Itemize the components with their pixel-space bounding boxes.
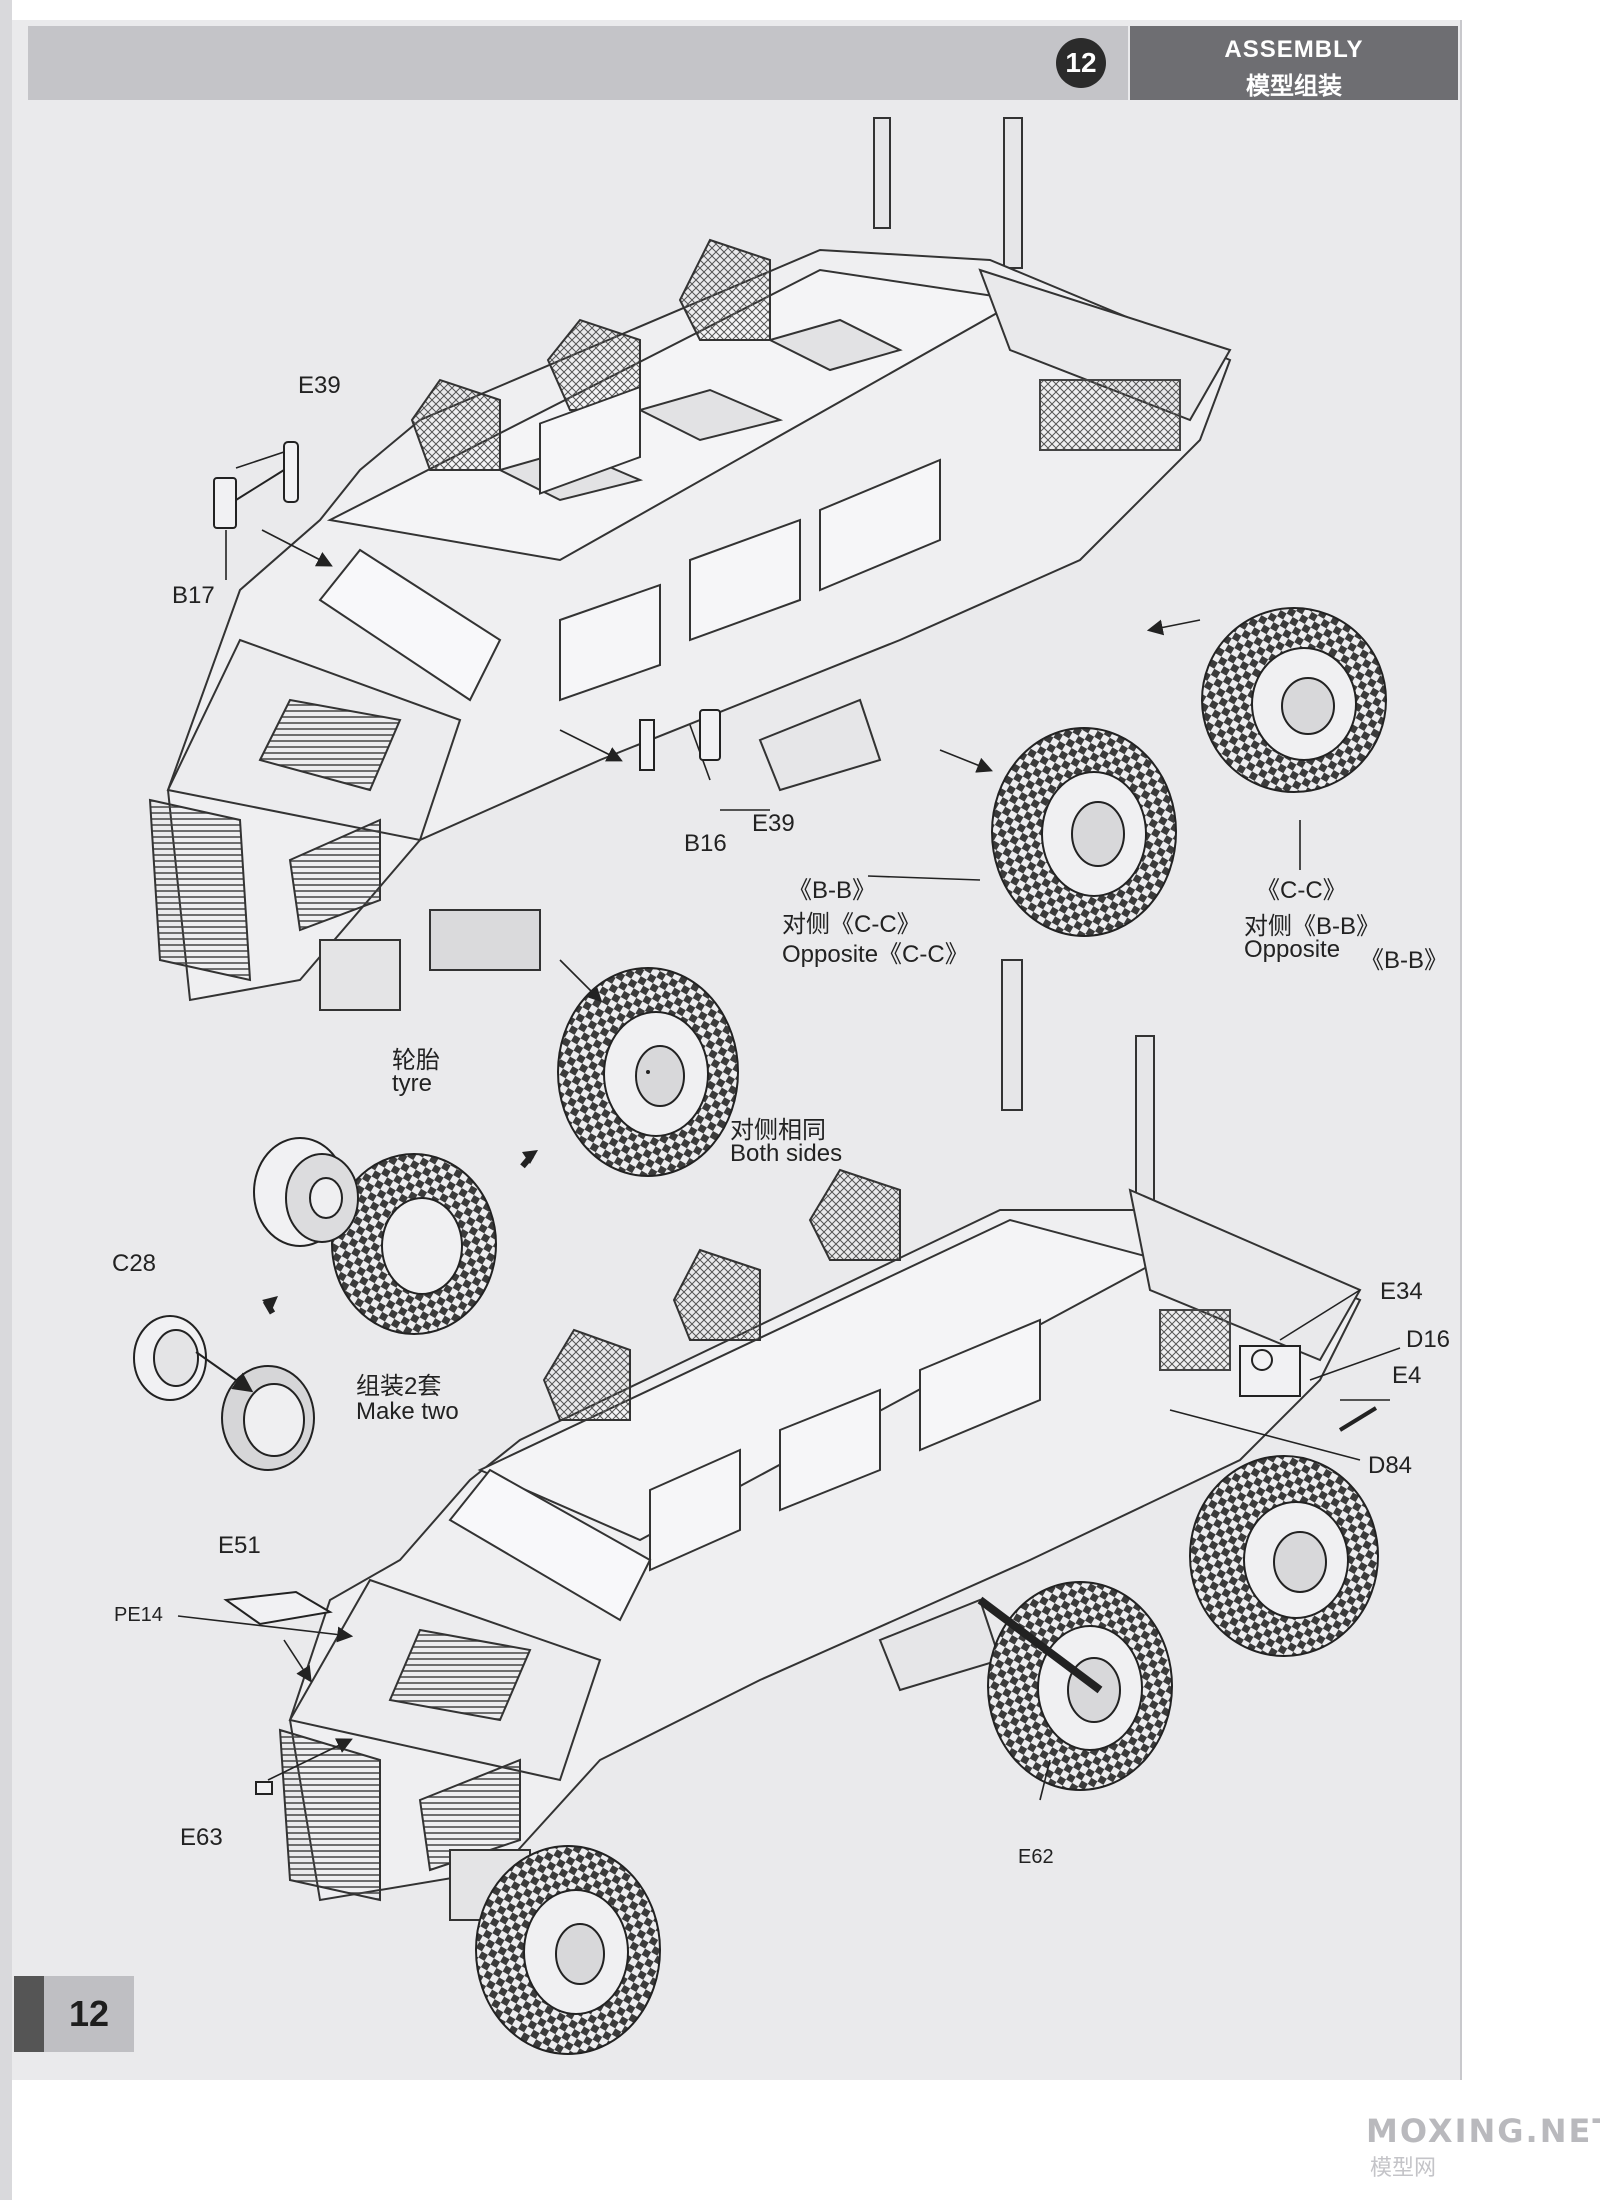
bottom-vehicle: [278, 959, 1362, 1921]
bottom-wheel-rear: [1189, 1455, 1379, 1657]
top-hatch-3: [678, 238, 771, 341]
bottom-wheel-front: [475, 1845, 661, 2055]
rim-halves: [133, 1315, 315, 1471]
bottom-leader-lines: [177, 1289, 1401, 1801]
assembly-title-en: ASSEMBLY: [1224, 36, 1364, 63]
top-leader-lines: [225, 449, 1301, 1003]
callout-tyre-zh: 轮胎: [392, 1047, 440, 1074]
top-hatch-1: [410, 378, 501, 471]
callout-c28: C28: [112, 1250, 157, 1277]
assembly-arrows: [262, 1150, 538, 1315]
callout-make-two-en: Make two: [356, 1398, 459, 1425]
assembly-title-zh: 模型组装: [1246, 73, 1342, 100]
watermark-zh: 模型网: [1370, 2155, 1437, 2180]
callout-pe14: PE14: [114, 1604, 163, 1626]
top-windshield: [318, 548, 502, 702]
bottom-rear-deck: [1128, 1188, 1362, 1362]
callout-cc-opposite-zh: 对侧《B-B》: [1244, 913, 1381, 940]
callout-bb-opposite-zh: 对侧《C-C》: [782, 911, 921, 938]
callout-e62: E62: [1018, 1846, 1054, 1868]
callout-e34: E34: [1380, 1278, 1423, 1305]
loose-tyre: [331, 1153, 497, 1335]
part-pe14: [223, 1590, 333, 1626]
step-number-badge: 12: [1056, 38, 1106, 88]
bottom-windshield: [448, 1468, 652, 1622]
callout-cc-label: 《C-C》: [1256, 877, 1347, 904]
antenna-left: [873, 117, 891, 229]
bottom-wheel-mid: [987, 1581, 1173, 1791]
top-wheel-mid: [991, 727, 1177, 937]
callout-e4: E4: [1392, 1362, 1422, 1389]
bottom-front-grille: [278, 1728, 381, 1902]
antenna-bottom-right: [1135, 1035, 1155, 1207]
antenna-bottom-left: [1001, 959, 1023, 1111]
loose-wheel-both-sides: [646, 1070, 650, 1074]
callout-d16: D16: [1406, 1326, 1451, 1353]
header-bar: [28, 26, 1128, 100]
callout-cc-opposite-en: Opposite: [1244, 936, 1341, 963]
callout-cc-opposite-ref: 《B-B》: [1360, 947, 1449, 974]
part-rear-bracket: [1239, 1345, 1378, 1432]
top-hatch-2: [546, 318, 641, 411]
callout-both-sides-en: Both sides: [730, 1140, 843, 1167]
callout-b16: B16: [684, 830, 727, 857]
page-number: 12: [44, 1976, 134, 2052]
callout-make-two-zh: 组装2套: [356, 1373, 442, 1400]
top-front-grille: [148, 798, 252, 982]
page-binding-strip: [0, 0, 12, 2200]
part-e62: [977, 1596, 1103, 1694]
part-e63: [255, 1781, 273, 1795]
part-e39-b17: [213, 441, 299, 529]
callout-d84: D84: [1368, 1452, 1413, 1479]
callout-tyre-en: tyre: [392, 1070, 433, 1097]
top-stowage-box: [319, 939, 401, 1011]
callout-e39-mid: E39: [752, 810, 795, 837]
page-number-tab: [14, 1976, 44, 2052]
callout-e39-top: E39: [298, 372, 341, 399]
callout-b17: B17: [172, 582, 215, 609]
assembly-title-box: ASSEMBLY 模型组装: [1130, 26, 1458, 100]
bottom-hatch-2: [672, 1248, 761, 1341]
bottom-hatch-1: [542, 1328, 631, 1421]
top-wheel-rear: [1201, 607, 1387, 793]
top-vehicle: [148, 117, 1232, 1011]
loose-rim: [253, 1137, 359, 1247]
callout-bb-label: 《B-B》: [788, 877, 877, 904]
callout-e51: E51: [218, 1532, 261, 1559]
watermark: MOXING.NET: [1366, 2112, 1600, 2150]
callout-e63: E63: [180, 1824, 223, 1851]
callout-both-sides-zh: 对侧相同: [730, 1117, 826, 1144]
part-e39-b16: [639, 709, 721, 771]
callout-bb-opposite-en: Opposite《C-C》: [782, 941, 969, 968]
bottom-hatch-3: [808, 1168, 901, 1261]
antenna-right: [1003, 117, 1023, 269]
